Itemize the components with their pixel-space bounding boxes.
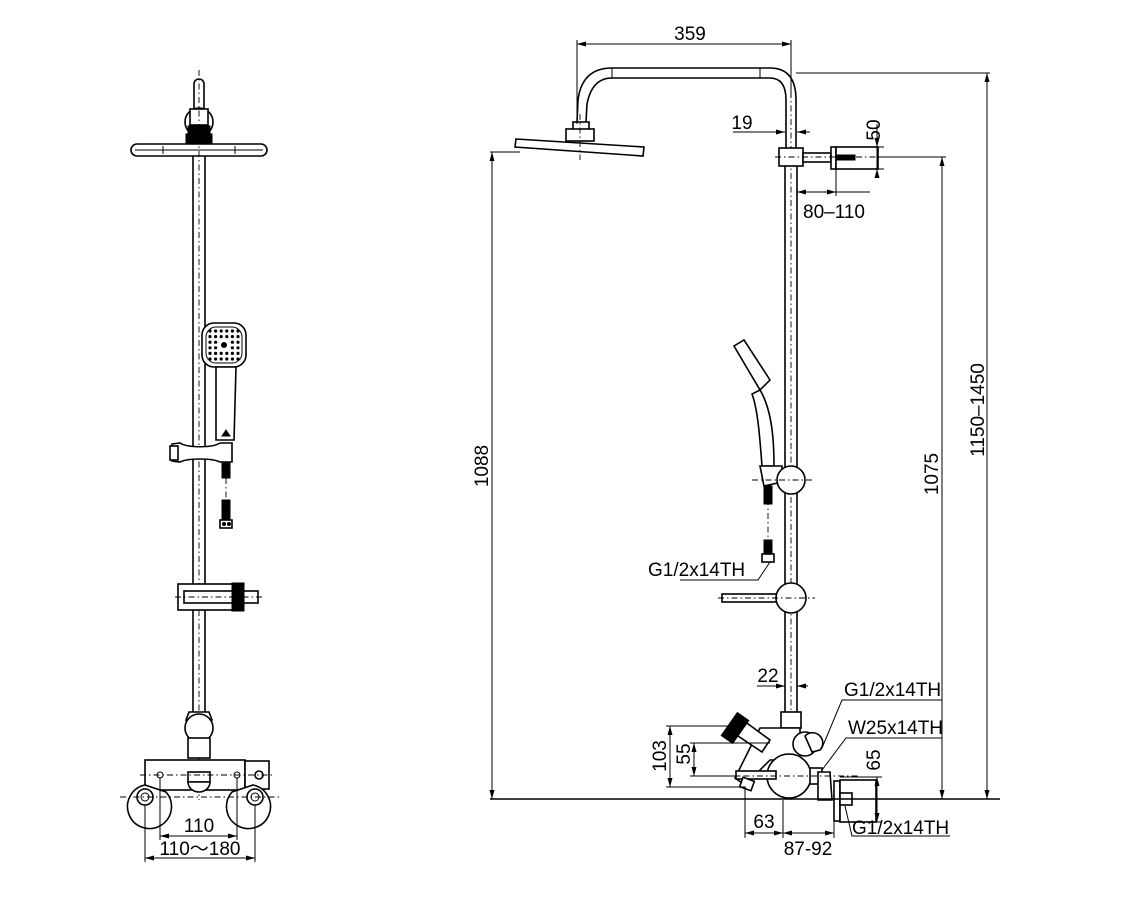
nozzle-dot [236, 340, 240, 344]
callout-hand-shower-thread: G1/2x14TH [648, 560, 771, 581]
nozzle-dot [230, 329, 234, 333]
nozzle-dot [208, 340, 212, 344]
side-wall-bracket [775, 146, 940, 170]
dim-65-group: 65 [840, 749, 885, 823]
nozzle-dot [208, 357, 212, 361]
nozzle-dot [225, 335, 229, 339]
nozzle-dot [208, 346, 212, 350]
dim-pipe-diameter: 22 [757, 666, 778, 687]
dim-103-group: 103 [650, 725, 746, 788]
callout-connector-label: W25x14TH [848, 718, 943, 739]
nozzle-dot [230, 357, 234, 361]
front-hand-shower [201, 322, 247, 441]
side-hand-shower [732, 338, 815, 563]
side-view: 359 19 50 80–110 1088 [472, 24, 1000, 860]
callout-upper-outlet-label: G1/2x14TH [844, 680, 941, 701]
dim-19-group: 19 [731, 113, 810, 135]
nozzle-dot [208, 329, 212, 333]
front-hand-shower-holder [169, 442, 233, 529]
front-dimension-110-180: 110～180 [144, 805, 256, 862]
dim-wall-distance: 87-92 [784, 839, 833, 860]
dim-bracket-depth: 80–110 [803, 202, 865, 223]
dim-22-group: 22 [757, 666, 808, 689]
nozzle-dot [214, 346, 218, 350]
dim-arm-length: 359 [674, 24, 706, 45]
callout-upper-outlet-thread: G1/2x14TH [821, 680, 942, 749]
nozzle-dot [225, 329, 229, 333]
dim-1150-1450-group: 1150–1450 [796, 72, 990, 799]
dim-valve-height: 103 [650, 740, 671, 772]
nozzle-dot [219, 329, 223, 333]
nozzle-dot [219, 351, 223, 355]
nozzle-dot [230, 351, 234, 355]
nozzle-dot [236, 329, 240, 333]
dim-arm-offset: 19 [731, 113, 752, 134]
front-dimension-110: 110 [159, 778, 238, 840]
front-view: 110 110～180 [120, 70, 280, 862]
nozzle-dot [236, 346, 240, 350]
dim-outer-spacing: 110～180 [160, 839, 241, 860]
dim-inlet-height: 65 [864, 749, 885, 770]
dim-55-group: 55 [674, 742, 770, 777]
dim-359-group: 359 [576, 24, 792, 124]
side-slide-holder [718, 582, 815, 614]
callout-inlet-label: G1/2x14TH [852, 818, 949, 839]
nozzle-dot [208, 351, 212, 355]
dim-bracket-height-total: 1075 [922, 453, 943, 495]
front-riser-pipe [192, 70, 206, 800]
nozzle-dot [225, 357, 229, 361]
dim-87-92-group: 87-92 [783, 822, 835, 860]
dim-1088-group: 1088 [472, 151, 520, 799]
side-rain-shower-head [514, 114, 645, 160]
callout-hand-shower-label: G1/2x14TH [648, 560, 745, 581]
side-overhead-arm [576, 67, 797, 800]
nozzle-dot [208, 335, 212, 339]
callout-connector-thread: W25x14TH [821, 718, 943, 771]
nozzle-dot [214, 335, 218, 339]
nozzle-dot [225, 351, 229, 355]
nozzle-dot [236, 351, 240, 355]
nozzle-dot [230, 346, 234, 350]
dim-50-group: 50 [864, 119, 885, 178]
dim-63-group: 63 [744, 788, 784, 838]
front-slide-bar-holder [175, 582, 262, 612]
nozzle-dot [214, 340, 218, 344]
nozzle-dot [219, 335, 223, 339]
front-valve-connector [184, 711, 214, 759]
nozzle-dot [230, 340, 234, 344]
callout-inlet-thread: G1/2x14TH [844, 805, 950, 839]
side-riser-pipe [784, 166, 798, 712]
nozzle-dot [214, 357, 218, 361]
dim-1075-group: 1075 [878, 156, 946, 799]
nozzle-dot [214, 329, 218, 333]
nozzle-dot [219, 357, 223, 361]
dim-outlet-height: 55 [674, 743, 695, 764]
dim-80-110-group: 80–110 [796, 169, 870, 223]
nozzle-dot [230, 335, 234, 339]
nozzle-dot [214, 351, 218, 355]
dim-inner-spacing: 110 [184, 816, 214, 837]
dim-bracket-height: 50 [864, 119, 885, 140]
dim-overall-height: 1150–1450 [968, 363, 989, 457]
dim-valve-depth: 63 [753, 812, 774, 833]
nozzle-dot [236, 357, 240, 361]
side-thermostatic-valve [720, 711, 877, 823]
nozzle-dot [236, 335, 240, 339]
dim-head-height: 1088 [472, 445, 493, 487]
